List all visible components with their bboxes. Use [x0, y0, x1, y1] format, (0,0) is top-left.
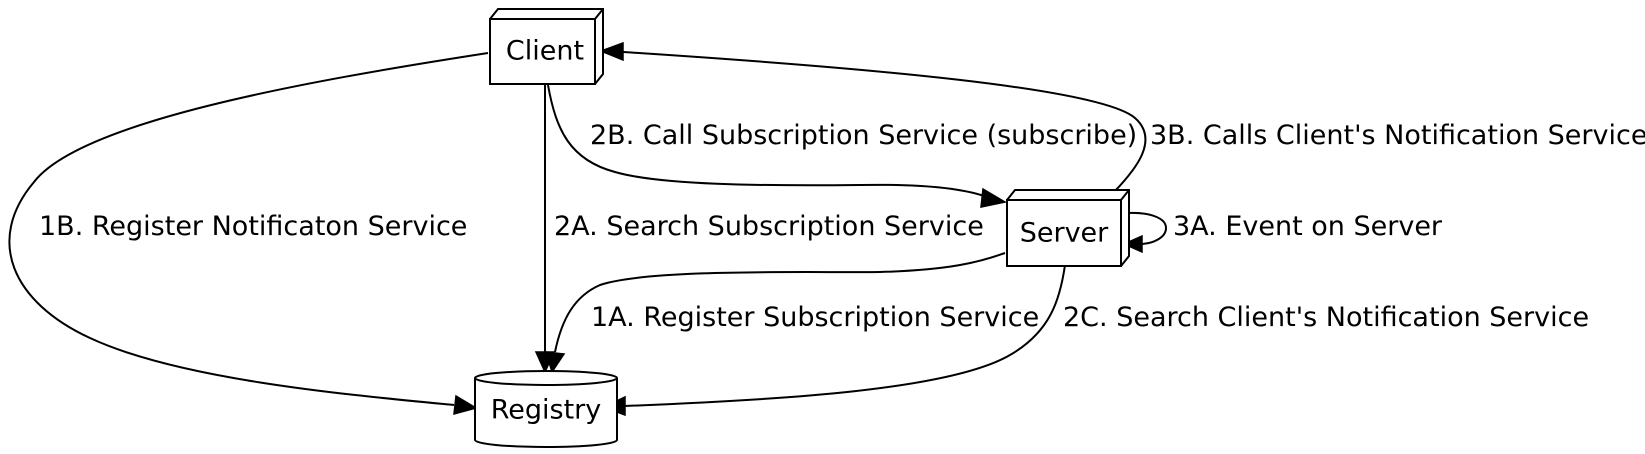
- edge-2b: [547, 84, 985, 197]
- arrowhead-3a: [1122, 234, 1143, 254]
- edge-label-2c: 2C. Search Client's Notification Service: [1063, 302, 1589, 333]
- node-client: Client: [489, 8, 604, 85]
- edge-label-3a: 3A. Event on Server: [1173, 211, 1443, 242]
- edge-label-2b: 2B. Call Subscription Service (subscribe…: [590, 120, 1137, 151]
- client-label: Client: [506, 36, 584, 67]
- edge-3a: [1126, 211, 1168, 245]
- edge-label-2a: 2A. Search Subscription Service: [554, 211, 984, 242]
- edge-label-1b: 1B. Register Notificaton Service: [39, 211, 467, 242]
- arrowhead-3b: [598, 41, 624, 62]
- edge-label-3b: 3B. Calls Client's Notification Service: [1150, 120, 1645, 151]
- node-registry: Registry: [474, 370, 618, 448]
- edge-1b: [8, 52, 489, 406]
- arrowhead-2b: [980, 187, 1008, 208]
- node-server: Server: [1006, 189, 1130, 267]
- arrowhead-1a: [544, 351, 566, 374]
- edge-1a: [554, 252, 1006, 353]
- edge-3b: [622, 51, 1147, 192]
- registry-label: Registry: [491, 395, 602, 426]
- arrowhead-1b: [453, 394, 478, 416]
- edge-2c: [623, 264, 1066, 407]
- edge-label-1a: 1A. Register Subscription Service: [591, 302, 1039, 333]
- server-label: Server: [1020, 218, 1109, 249]
